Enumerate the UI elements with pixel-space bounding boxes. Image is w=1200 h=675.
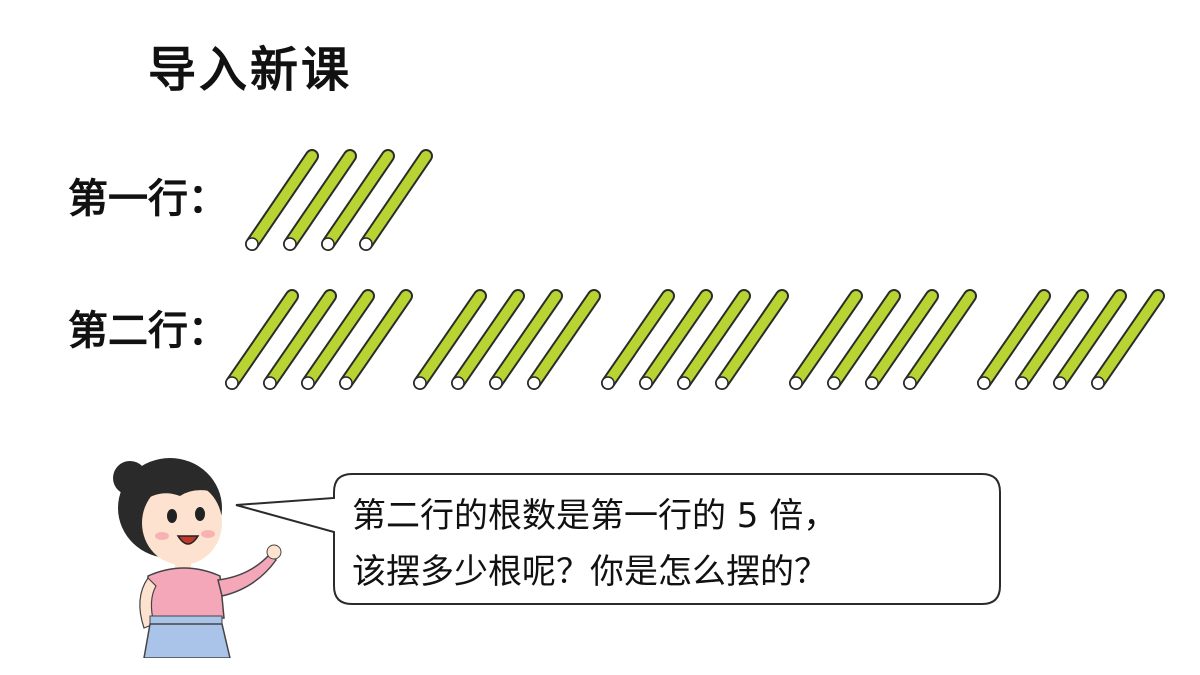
stick-end <box>789 376 803 390</box>
stick-icon <box>867 291 937 388</box>
stick-end <box>283 237 297 251</box>
stick-icon <box>603 291 673 388</box>
stick-end <box>715 376 729 390</box>
sticks-area <box>225 149 1165 390</box>
stick-icon <box>341 291 411 388</box>
stick-end <box>977 376 991 390</box>
stick-end <box>359 237 373 251</box>
stick-end <box>639 376 653 390</box>
page-title: 导入新课 <box>148 42 353 98</box>
speech-line-1: 第二行的根数是第一行的 5 倍， <box>352 496 838 536</box>
stick-icon <box>1093 291 1163 388</box>
stick-end <box>451 376 465 390</box>
stick-end <box>321 237 335 251</box>
stick-icon <box>453 291 523 388</box>
stick-icon <box>323 151 393 249</box>
stick-icon <box>791 291 861 388</box>
stick-icon <box>641 291 711 388</box>
stick-icon <box>1055 291 1125 388</box>
stick-end <box>245 237 259 251</box>
stick-end <box>339 376 353 390</box>
row-2-label: 第二行： <box>68 308 228 354</box>
stick-end <box>225 376 239 390</box>
teacher-character-icon <box>113 458 282 658</box>
stick-icon <box>265 291 335 388</box>
stick-icon <box>361 151 431 249</box>
stick-icon <box>679 291 749 388</box>
stick-end <box>1091 376 1105 390</box>
stick-icon <box>285 151 355 249</box>
stick-end <box>527 376 541 390</box>
stick-end <box>601 376 615 390</box>
stick-icon <box>979 291 1049 388</box>
stick-end <box>903 376 917 390</box>
stick-icon <box>227 291 297 388</box>
stick-end <box>413 376 427 390</box>
stick-icon <box>829 291 899 388</box>
stick-icon <box>247 151 317 249</box>
stick-end <box>677 376 691 390</box>
stick-end <box>865 376 879 390</box>
stick-icon <box>415 291 485 388</box>
stick-end <box>301 376 315 390</box>
stick-icon <box>303 291 373 388</box>
stick-end <box>1053 376 1067 390</box>
stick-end <box>1015 376 1029 390</box>
stick-icon <box>491 291 561 388</box>
speech-text: 第二行的根数是第一行的 5 倍， 该摆多少根呢？你是怎么摆的？ <box>352 488 992 600</box>
stick-end <box>489 376 503 390</box>
stick-end <box>263 376 277 390</box>
stick-icon <box>905 291 975 388</box>
stick-icon <box>717 291 787 388</box>
row-1-label: 第一行： <box>68 176 228 222</box>
stick-end <box>827 376 841 390</box>
stick-icon <box>1017 291 1087 388</box>
speech-line-2: 该摆多少根呢？你是怎么摆的？ <box>352 552 828 592</box>
stick-icon <box>529 291 599 388</box>
